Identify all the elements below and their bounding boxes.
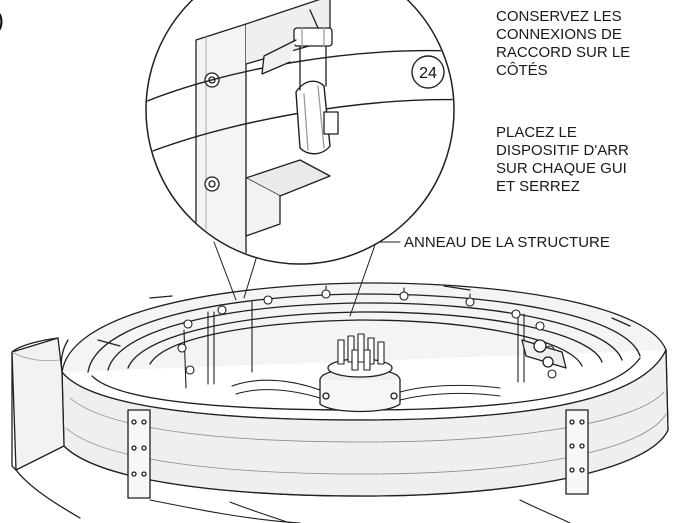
callout-conserve-line-2: CONNEXIONS DE bbox=[496, 26, 622, 43]
callout-conserve-connections: CONSERVEZ LES CONNEXIONS DE RACCORD SUR … bbox=[496, 8, 630, 80]
structure-ring bbox=[60, 282, 669, 497]
callout-conserve-line-3: RACCORD SUR LE bbox=[496, 44, 631, 61]
callout-placez-line-3: SUR CHAQUE GUI bbox=[496, 160, 627, 177]
detail-magnifier bbox=[145, 0, 455, 265]
side-connector bbox=[521, 339, 567, 369]
interior-pipes bbox=[149, 379, 571, 523]
bracket-plate-left bbox=[127, 409, 151, 499]
callout-conserve-line-1: CONSERVEZ LES bbox=[496, 8, 622, 25]
callout-placez-line-4: ET SERREZ bbox=[496, 178, 580, 195]
guide-posts bbox=[177, 285, 557, 389]
figure-marker: ) bbox=[0, 9, 4, 33]
callout-placez-line-2: DISPOSITIF D'ARR bbox=[496, 142, 629, 159]
bracket-plate-right bbox=[565, 409, 589, 495]
part-number-label: 24 bbox=[419, 65, 437, 82]
callout-conserve-line-4: CÔTÉS bbox=[496, 62, 548, 79]
callout-place-device: PLACEZ LE DISPOSITIF D'ARR SUR CHAQUE GU… bbox=[496, 124, 629, 196]
callout-structure-ring: ANNEAU DE LA STRUCTURE bbox=[404, 234, 610, 251]
callout-placez-line-1: PLACEZ LE bbox=[496, 124, 577, 141]
motor-housing bbox=[11, 337, 81, 519]
central-manifold bbox=[319, 333, 401, 413]
